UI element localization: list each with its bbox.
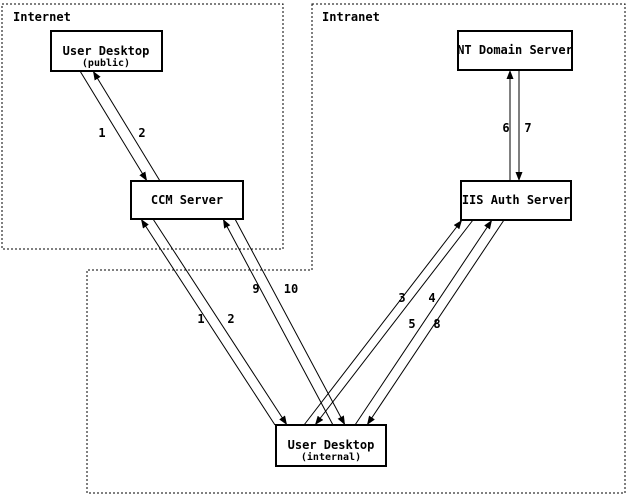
flow-line-8-iis-to-internal-desktop — [366, 219, 505, 426]
flow-label-2-internal: 2 — [227, 312, 234, 326]
flow-label-7: 7 — [524, 121, 531, 135]
flow-line-2-ccm-to-public-desktop — [92, 70, 161, 182]
internet-zone-label: Internet — [13, 10, 71, 24]
nt-domain-server-box — [457, 30, 573, 71]
flow-label-4: 4 — [428, 291, 435, 305]
user-desktop-public-box — [50, 30, 163, 72]
ccm-server-title: CCM Server — [151, 193, 223, 207]
flow-line-5-internal-desktop-to-iis — [354, 219, 493, 426]
intranet-zone-label: Intranet — [322, 10, 380, 24]
flow-label-1-public: 1 — [98, 126, 105, 140]
node-ccm-server: CCM Server — [130, 180, 244, 220]
user-desktop-internal-box — [275, 424, 387, 467]
node-nt-domain-server: NT Domain Server — [457, 30, 573, 71]
flow-label-10: 10 — [284, 282, 298, 296]
node-user-desktop-internal: User Desktop (internal) — [275, 424, 387, 467]
user-desktop-internal-subtitle: (internal) — [301, 451, 361, 463]
user-desktop-public-subtitle: (public) — [82, 57, 130, 69]
flow-label-1-internal: 1 — [197, 312, 204, 326]
user-desktop-public-title: User Desktop — [63, 44, 150, 58]
nt-domain-server-title: NT Domain Server — [457, 43, 573, 57]
flow-label-6: 6 — [502, 121, 509, 135]
flow-label-5: 5 — [408, 317, 415, 331]
flow-line-3-internal-desktop-to-iis — [303, 219, 463, 426]
flow-line-1-public-desktop-to-ccm — [79, 70, 148, 182]
internet-zone-border — [1, 3, 284, 250]
flow-label-3: 3 — [398, 291, 405, 305]
flow-line-1-internal-desktop-to-ccm — [140, 218, 276, 426]
flow-line-2-ccm-to-internal-desktop — [152, 218, 288, 426]
flow-line-10-ccm-to-internal-desktop — [234, 218, 346, 426]
user-desktop-internal-title: User Desktop — [288, 438, 375, 452]
node-iis-auth-server: IIS Auth Server — [460, 180, 572, 221]
flow-line-9-internal-desktop-to-ccm — [222, 218, 334, 426]
flow-label-2-public: 2 — [138, 126, 145, 140]
ccm-server-box — [130, 180, 244, 220]
flow-line-4-iis-to-internal-desktop — [314, 219, 474, 426]
node-user-desktop-public: User Desktop (public) — [50, 30, 163, 72]
iis-auth-server-title: IIS Auth Server — [462, 193, 570, 207]
flow-label-9: 9 — [252, 282, 259, 296]
intranet-zone-border — [86, 3, 626, 494]
flow-lines — [79, 70, 523, 426]
flow-label-8: 8 — [433, 317, 440, 331]
flow-labels: 1 2 1 2 9 10 3 4 5 8 6 7 — [98, 121, 531, 331]
iis-auth-server-box — [460, 180, 572, 221]
